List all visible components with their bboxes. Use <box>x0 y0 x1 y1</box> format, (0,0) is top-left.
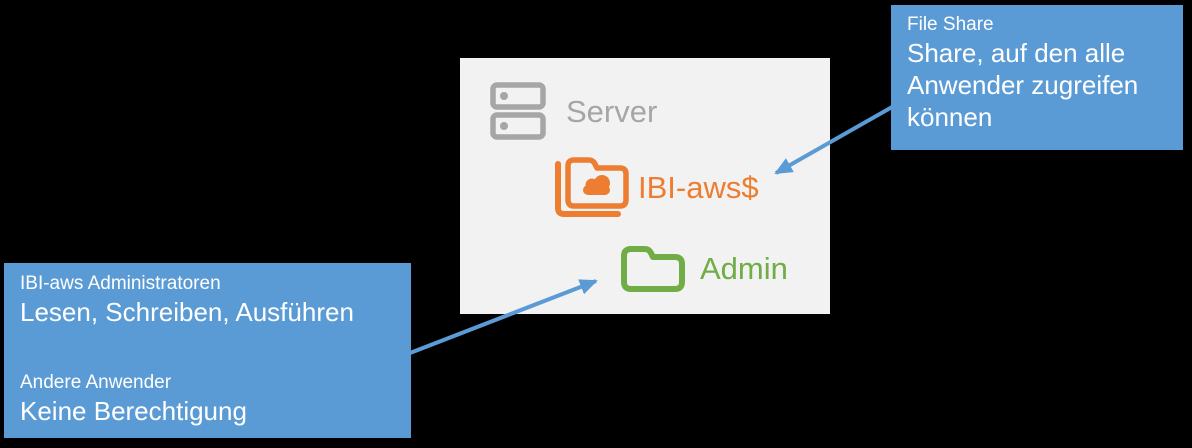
server-panel: Server IBI-aws$ Admin <box>460 58 830 314</box>
shared-folder-cloud-icon <box>555 157 629 217</box>
admin-folder-label: Admin <box>700 250 788 286</box>
callout-others-rights: Keine Berechtigung <box>20 396 247 426</box>
callout-admins-rights: Lesen, Schreiben, Ausführen <box>20 297 354 327</box>
callout-others-group: Andere Anwender <box>20 372 172 393</box>
server-icon <box>490 82 546 140</box>
callout-permissions: IBI-aws Administratoren Lesen, Schreiben… <box>4 263 411 438</box>
server-row: Server <box>490 82 657 142</box>
callout-admins-group: IBI-aws Administratoren <box>20 273 221 294</box>
file-share-row: IBI-aws$ <box>552 156 759 220</box>
callout-file-share-description: Share, auf den alle Anwender zugreifen k… <box>907 38 1139 132</box>
callout-file-share-title: File Share <box>907 14 994 35</box>
folder-icon <box>621 246 685 292</box>
admin-folder-row: Admin <box>620 244 788 294</box>
server-label: Server <box>566 93 658 129</box>
callout-file-share: File Share Share, auf den alle Anwender … <box>891 5 1183 150</box>
file-share-label: IBI-aws$ <box>638 169 759 205</box>
callout-spacer <box>20 328 395 371</box>
